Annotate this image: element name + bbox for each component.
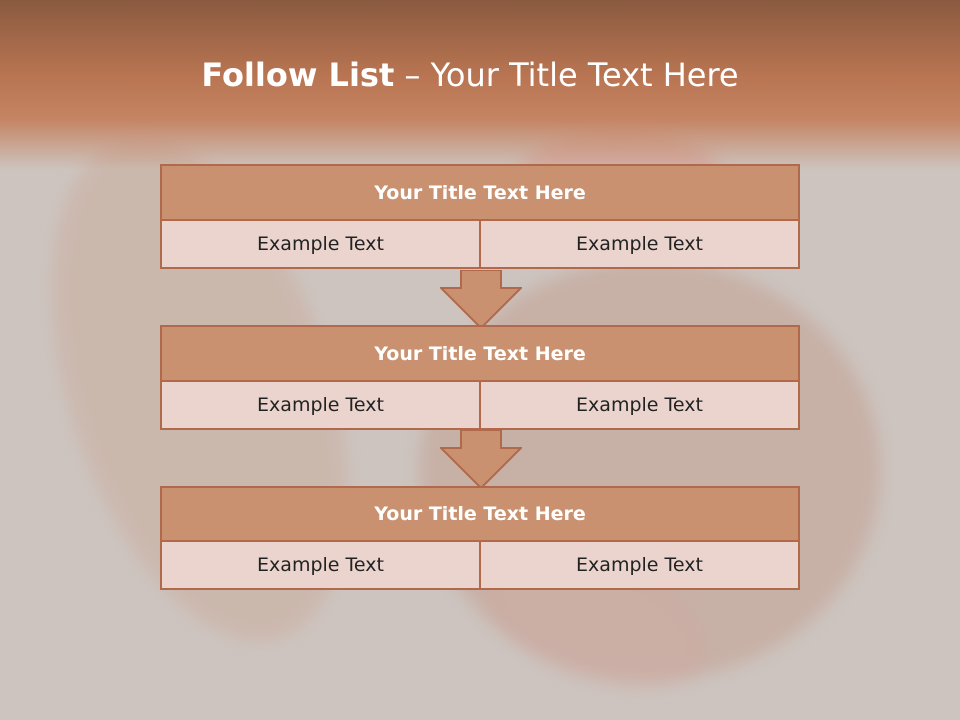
step-2-left-text: Example Text — [160, 380, 481, 430]
step-block-1: Your Title Text Here Example Text Exampl… — [160, 164, 800, 269]
slide-title-bold: Follow List — [201, 56, 395, 94]
down-arrow-icon — [440, 430, 522, 490]
step-title-3: Your Title Text Here — [160, 486, 800, 542]
step-1-right-text: Example Text — [479, 219, 800, 269]
step-1-left-text: Example Text — [160, 219, 481, 269]
step-3-left-text: Example Text — [160, 540, 481, 590]
step-3-right-text: Example Text — [479, 540, 800, 590]
step-row-3: Example Text Example Text — [160, 540, 800, 590]
step-title-2: Your Title Text Here — [160, 325, 800, 382]
step-row-2: Example Text Example Text — [160, 380, 800, 430]
step-title-1: Your Title Text Here — [160, 164, 800, 221]
slide-title: Follow List – Your Title Text Here — [0, 56, 940, 94]
step-block-2: Your Title Text Here Example Text Exampl… — [160, 325, 800, 430]
title-band — [0, 0, 960, 170]
step-2-right-text: Example Text — [479, 380, 800, 430]
step-block-3: Your Title Text Here Example Text Exampl… — [160, 486, 800, 590]
down-arrow-icon — [440, 270, 522, 330]
slide-title-rest: – Your Title Text Here — [394, 56, 739, 94]
step-row-1: Example Text Example Text — [160, 219, 800, 269]
